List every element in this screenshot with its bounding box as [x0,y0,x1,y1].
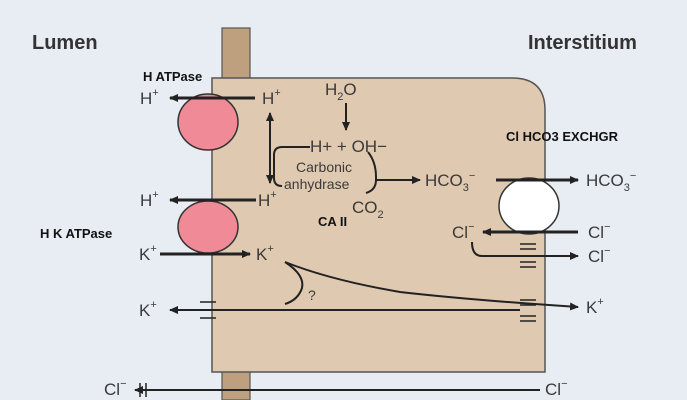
oh-to-bicarbonate-arrow [367,151,421,184]
co2-label: CO2 [352,198,384,221]
cl-hco3-exchanger [498,177,560,235]
interstitial-bicarbonate: HCO3− [586,170,636,194]
uncertain-path-mark: ? [308,287,316,303]
lumen-chloride: Cl− [104,378,127,399]
interstitial-chloride-3: Cl− [545,378,568,399]
lumen-potassium-top: K+ [139,243,157,264]
hk-atpase-label: H K ATPase [40,226,112,241]
potassium-basolateral-arrow [284,261,579,311]
anhydrase-label: anhydrase [284,176,350,192]
cell-h-ion-top: H+ [262,87,281,108]
cl-hco3-exchanger-label: Cl HCO3 EXCHGR [506,129,619,144]
h2o-label: H2O [325,80,357,103]
potassium-apical-path [284,261,304,305]
cell-potassium: K+ [256,243,274,264]
lumen-header: Lumen [32,32,98,54]
interstitial-chloride-1: Cl− [588,221,611,242]
hk-atpase-pump [177,200,239,254]
lumen-h-ion-bottom: H+ [140,189,159,210]
cell-bicarbonate: HCO3− [425,170,475,194]
chloride-exit-arrow [471,241,579,260]
co2-bracket [365,179,377,194]
cell-body [211,77,546,373]
cell-h-ion-bottom: H+ [258,189,277,210]
cell-chloride: Cl− [452,221,475,242]
interstitial-potassium: K+ [586,296,604,317]
interstitial-chloride-2: Cl− [588,245,611,266]
interstitium-header: Interstitium [528,32,637,54]
carbonic-anhydrase-ii-label: CA II [318,214,347,229]
h-plus-oh-label: H+ + OH− [310,137,387,156]
lumen-potassium-bottom: K+ [139,299,157,320]
lumen-h-ion-top: H+ [140,87,159,108]
h-atpase-pump [177,93,239,151]
proton-bracket [273,146,310,187]
carbonic-label: Carbonic [296,159,352,175]
h-atpase-label: H ATPase [143,69,202,84]
